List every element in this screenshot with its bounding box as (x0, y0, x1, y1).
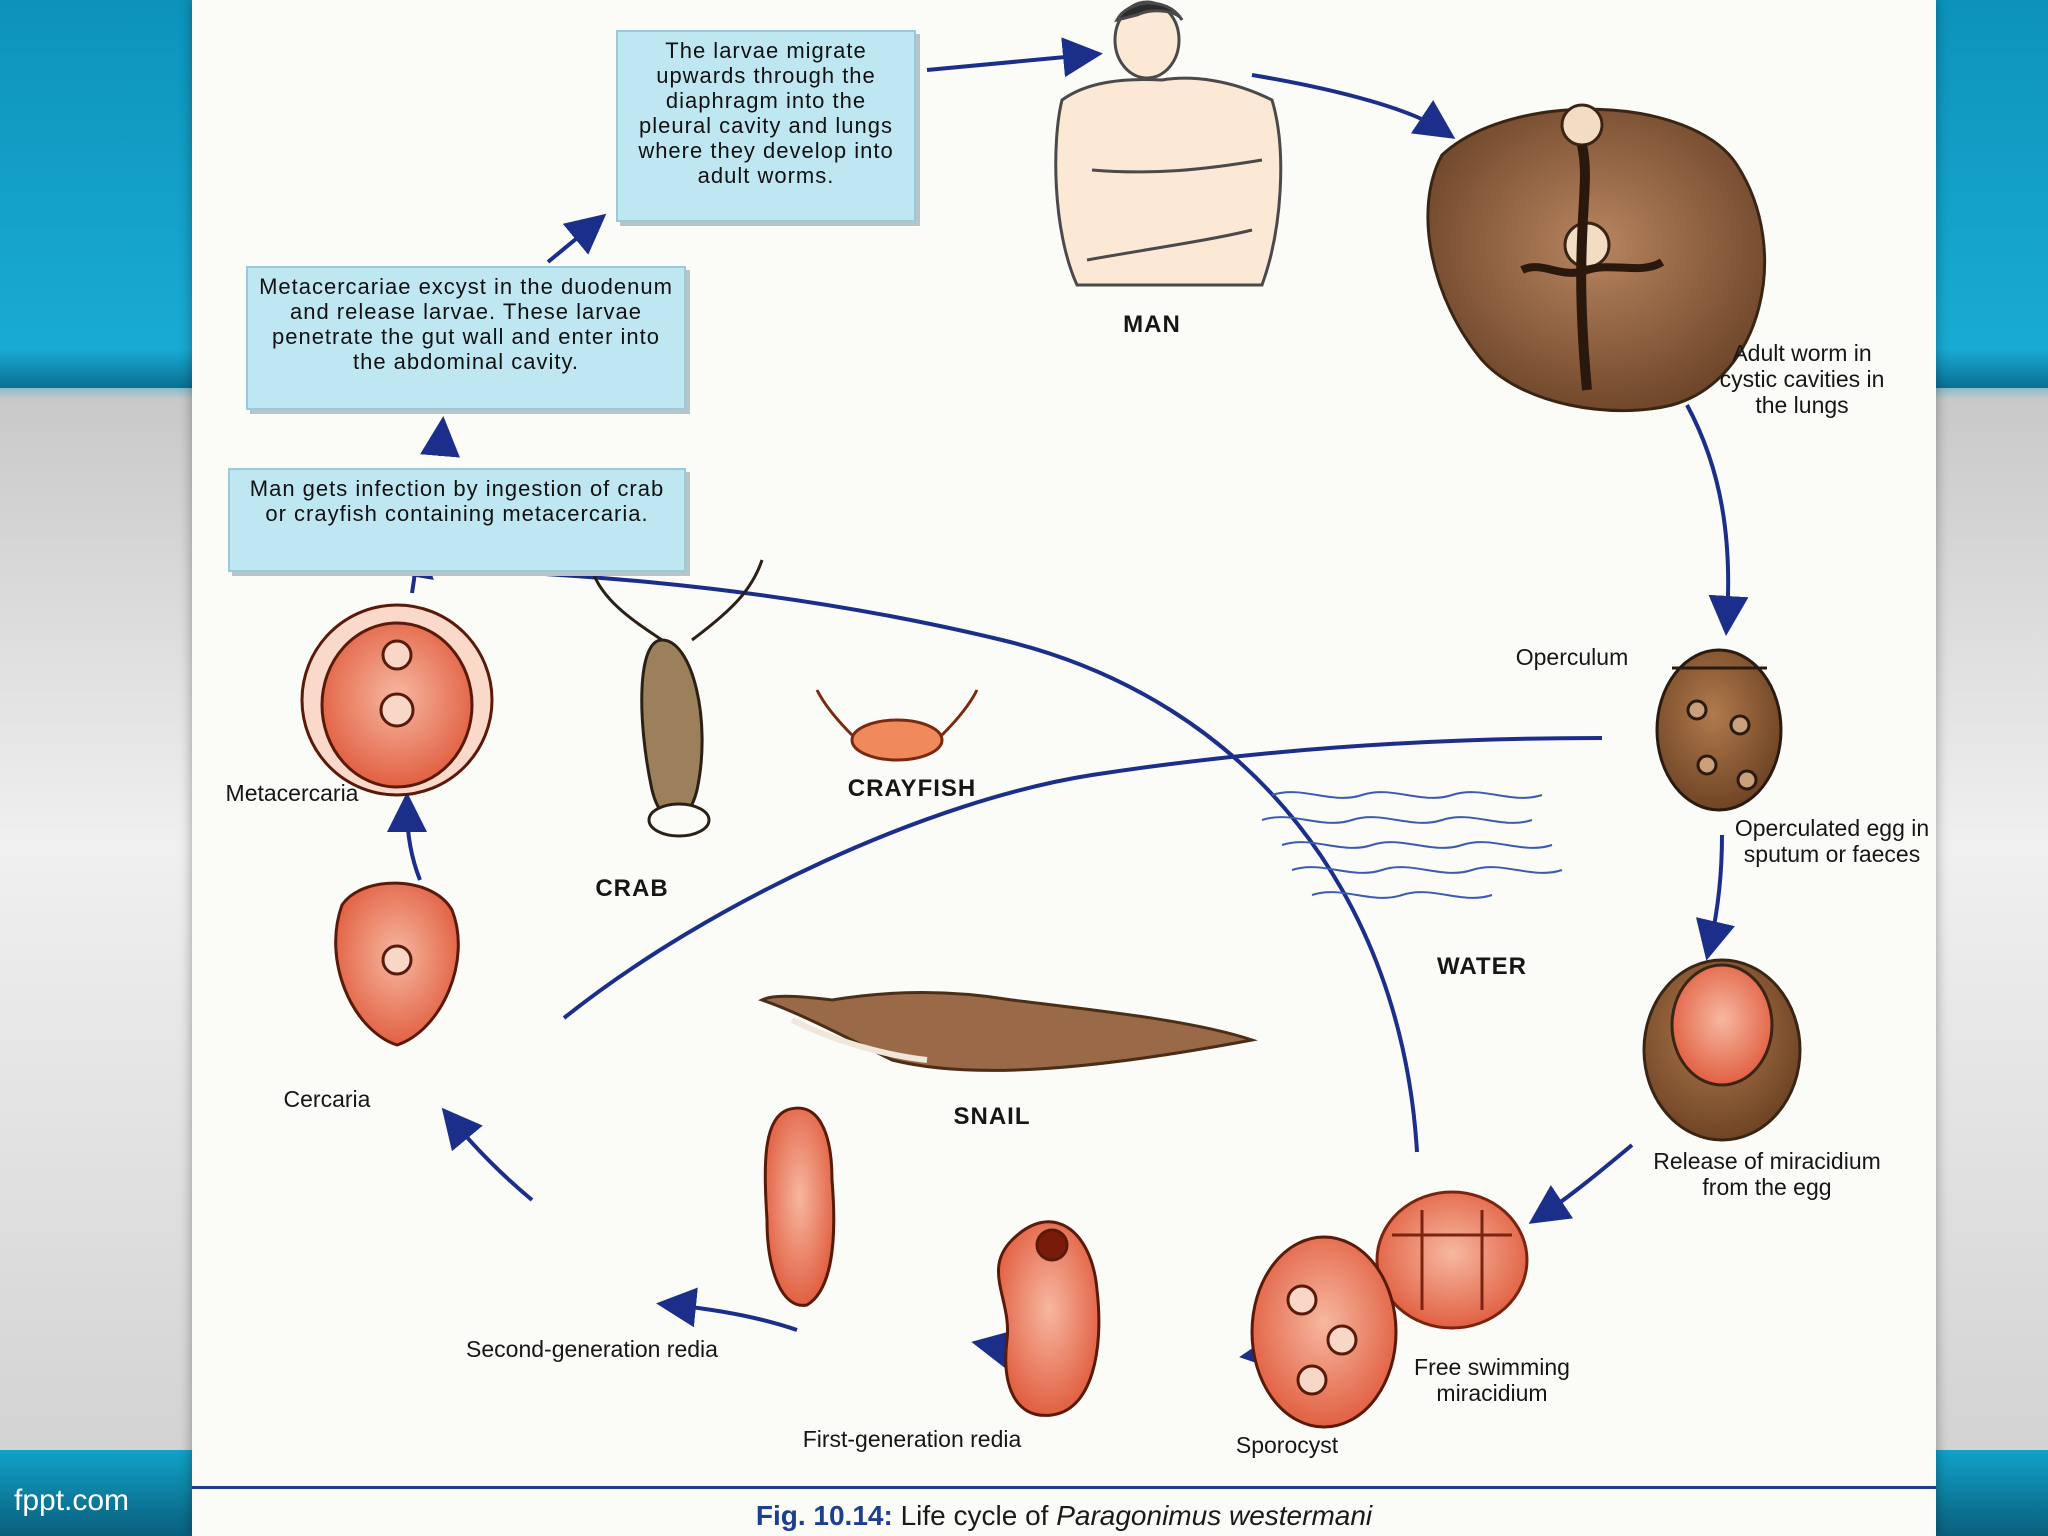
caption-rule (192, 1486, 1936, 1489)
label-first-redia: First-generation redia (802, 1426, 1022, 1452)
caption-text: Life cycle of (900, 1500, 1049, 1531)
label-adult-worm: Adult worm in cystic cavities in the lun… (1719, 340, 1885, 418)
curve-cercaria-to-egg (562, 736, 1603, 1020)
adult-worm (1426, 103, 1766, 413)
arrow-release-to-free (1528, 1143, 1634, 1224)
first-generation-redia (996, 1220, 1101, 1417)
label-free-miracidium: Free swimming miracidium (1414, 1354, 1570, 1406)
label-operculum: Operculum (1515, 644, 1629, 670)
water-waves (1261, 791, 1563, 899)
snail-illustration (758, 991, 1258, 1072)
release-miracidium (1642, 958, 1802, 1142)
label-metacercaria: Metacercaria (225, 780, 359, 806)
free-miracidium (1375, 1190, 1529, 1330)
label-crab: CRAB (595, 875, 669, 902)
crab-illustration (590, 559, 764, 838)
label-sporocyst: Sporocyst (1235, 1432, 1339, 1458)
caption-figure-number: Fig. 10.14: (755, 1500, 893, 1531)
curve-miracidium-to-crab (381, 566, 1419, 1153)
label-water: WATER (1437, 953, 1527, 980)
arrow-man-to-worm (1251, 73, 1456, 139)
infection-box: Man gets infection by ingestion of crab … (228, 468, 686, 572)
metacercaria (300, 603, 494, 797)
crayfish-illustration (815, 689, 979, 762)
larvae-migrate-box: The larvae migrate upwards through the d… (616, 30, 916, 222)
label-snail: SNAIL (953, 1103, 1031, 1130)
arrow-box-to-man (926, 37, 1103, 78)
arrow-cercaria-to-meta (387, 792, 428, 881)
metacercariae-excyst-box: Metacercariae excyst in the duodenum and… (246, 266, 686, 410)
label-second-redia: Second-generation redia (466, 1336, 718, 1362)
textbook-page: The larvae migrate upwards through the d… (192, 0, 1936, 1536)
cercaria (334, 881, 460, 1047)
man-figure (1054, 0, 1283, 287)
arrow-excyst-to-migrate (546, 213, 607, 264)
label-crayfish: CRAYFISH (847, 775, 977, 802)
arrow-infection-to-excyst (420, 416, 460, 458)
second-generation-redia (763, 1106, 836, 1307)
arrow-first-to-second (656, 1287, 798, 1332)
arrow-second-to-cercaria (441, 1107, 534, 1202)
arrow-worm-to-egg (1685, 404, 1749, 636)
label-release-miracidium: Release of miracidium from the egg (1653, 1148, 1881, 1200)
label-cercaria: Cercaria (283, 1086, 371, 1112)
operculated-egg (1655, 648, 1783, 812)
figure-caption: Fig. 10.14: Life cycle of Paragonimus we… (192, 1500, 1936, 1532)
footer-brand: fppt.com (14, 1484, 130, 1517)
label-man: MAN (1123, 311, 1181, 338)
life-cycle-illustration (300, 0, 1802, 1429)
arrow-egg-to-release (1695, 834, 1735, 961)
label-operculated-egg: Operculated egg in sputum or faeces (1734, 815, 1930, 867)
sporocyst (1250, 1235, 1398, 1429)
caption-species: Paragonimus westermani (1056, 1500, 1373, 1531)
